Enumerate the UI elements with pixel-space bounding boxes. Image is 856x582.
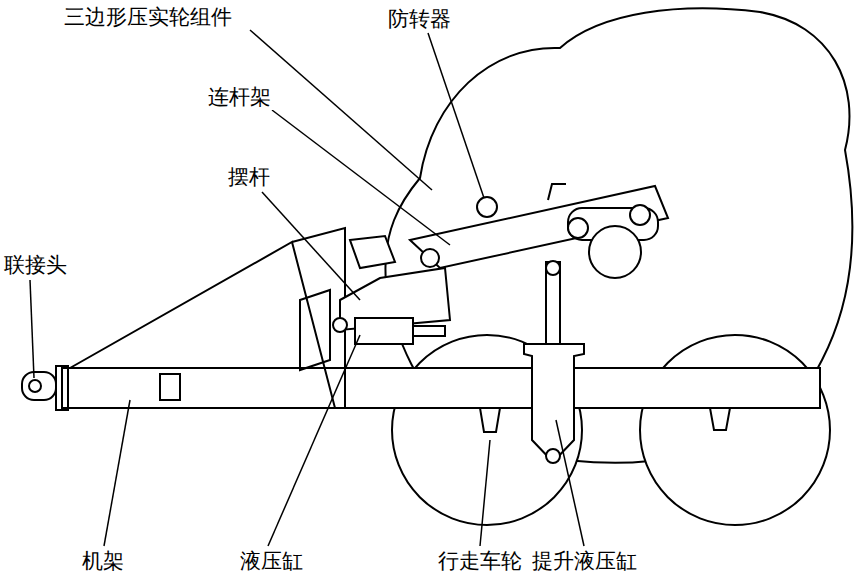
- frame-beam: [62, 368, 820, 408]
- leader-line: [272, 110, 450, 245]
- coupling-pin: [29, 380, 41, 392]
- anti-rotation-roller: [589, 226, 641, 278]
- part-label: 行走车轮: [436, 548, 524, 574]
- pivot: [421, 249, 439, 267]
- frame-lug: [160, 374, 180, 400]
- frame-triangle: [70, 242, 335, 408]
- leader-line: [428, 33, 484, 198]
- part-label: 机架: [80, 548, 126, 574]
- part-label: 防转器: [386, 6, 453, 32]
- pivot: [568, 218, 588, 238]
- leader-line: [268, 335, 360, 546]
- hydraulic-cylinder: [355, 318, 413, 344]
- link-stop: [548, 184, 566, 200]
- travel-wheel: [640, 335, 830, 525]
- swing-arm-head: [350, 236, 395, 268]
- lift-cylinder: [524, 344, 584, 462]
- leader-line: [104, 400, 130, 546]
- anti-rotation-pin: [477, 197, 497, 217]
- part-label: 三边形压实轮组件: [62, 4, 234, 30]
- cylinder-rod: [413, 326, 445, 336]
- coupling-head: [22, 372, 56, 400]
- lift-rod: [546, 262, 560, 346]
- leader-line: [480, 440, 490, 546]
- part-label: 连杆架: [206, 84, 273, 110]
- leader-line: [262, 192, 360, 300]
- leader-line: [30, 280, 34, 378]
- part-label: 液压缸: [238, 548, 305, 574]
- leader-line: [250, 30, 432, 190]
- axle-block: [710, 408, 730, 430]
- pivot: [546, 449, 560, 463]
- pivot: [333, 318, 347, 332]
- part-label: 提升液压缸: [530, 548, 639, 574]
- leader-line: [556, 420, 584, 546]
- part-label: 摆杆: [226, 164, 272, 190]
- frame-bracket: [300, 290, 330, 370]
- pivot: [630, 205, 650, 225]
- coupling-flange: [56, 366, 68, 410]
- part-label: 联接头: [2, 252, 69, 278]
- pivot: [546, 261, 560, 275]
- axle-block: [480, 408, 500, 432]
